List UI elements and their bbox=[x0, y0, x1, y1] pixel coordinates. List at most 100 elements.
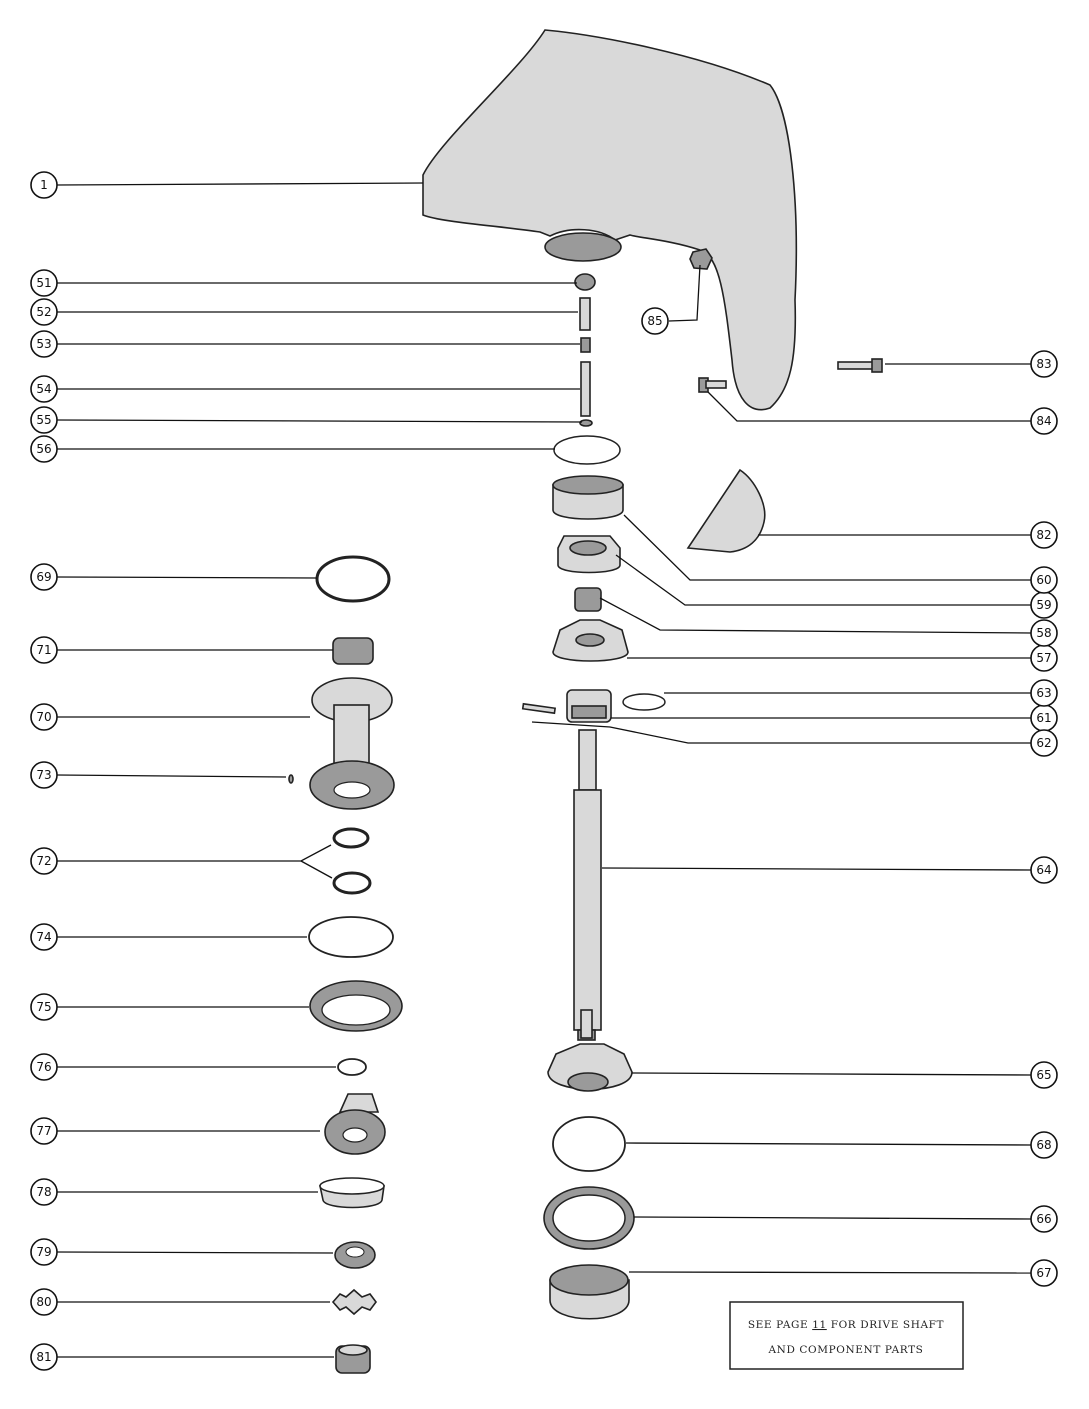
part-53-spacer bbox=[580, 337, 591, 353]
note-box: SEE PAGE 11 FOR DRIVE SHAFT AND COMPONEN… bbox=[729, 1301, 964, 1370]
svg-text:67: 67 bbox=[1036, 1266, 1051, 1280]
svg-text:78: 78 bbox=[36, 1185, 51, 1199]
svg-text:59: 59 bbox=[1036, 598, 1051, 612]
part-55-washer bbox=[579, 419, 593, 427]
svg-text:83: 83 bbox=[1036, 357, 1051, 371]
part-70-bearing-carrier bbox=[309, 677, 395, 810]
svg-text:75: 75 bbox=[36, 1000, 51, 1014]
leader-lines bbox=[56, 182, 1032, 1358]
part-72-seal-upper bbox=[332, 827, 370, 849]
part-62-pin bbox=[521, 702, 557, 715]
callout-53: 53 bbox=[30, 330, 58, 358]
part-66-seal bbox=[543, 1186, 635, 1250]
part-81-nut bbox=[335, 1344, 371, 1374]
part-56-o-ring bbox=[553, 435, 621, 465]
part-83-screw bbox=[837, 358, 883, 373]
callout-58: 58 bbox=[1030, 619, 1058, 647]
svg-text:68: 68 bbox=[1036, 1138, 1051, 1152]
callout-56: 56 bbox=[30, 435, 58, 463]
callout-67: 67 bbox=[1030, 1259, 1058, 1287]
svg-text:53: 53 bbox=[36, 337, 51, 351]
svg-text:74: 74 bbox=[36, 930, 51, 944]
callout-60: 60 bbox=[1030, 566, 1058, 594]
part-85-nut bbox=[689, 248, 713, 270]
svg-text:79: 79 bbox=[36, 1245, 51, 1259]
svg-text:61: 61 bbox=[1036, 711, 1051, 725]
callout-71: 71 bbox=[30, 636, 58, 664]
callout-80: 80 bbox=[30, 1288, 58, 1316]
svg-text:52: 52 bbox=[36, 305, 51, 319]
callout-66: 66 bbox=[1030, 1205, 1058, 1233]
part-79-thrust-bearing bbox=[334, 1241, 376, 1269]
part-58-needle-bearing bbox=[574, 587, 602, 612]
part-51-nut bbox=[574, 273, 596, 291]
callout-82: 82 bbox=[1030, 521, 1058, 549]
svg-text:64: 64 bbox=[1036, 863, 1051, 877]
part-71-needle-bearing bbox=[332, 637, 374, 665]
callout-57: 57 bbox=[1030, 644, 1058, 672]
callout-74: 74 bbox=[30, 923, 58, 951]
part-80-tab-washer bbox=[331, 1288, 377, 1316]
callout-70: 70 bbox=[30, 703, 58, 731]
callout-84: 84 bbox=[1030, 407, 1058, 435]
part-64-propeller-shaft bbox=[573, 729, 602, 1041]
svg-text:82: 82 bbox=[1036, 528, 1051, 542]
callout-1: 1 bbox=[30, 171, 58, 199]
callouts: 1 51 52 53 54 55 56 57 58 59 60 61 62 63… bbox=[30, 171, 1058, 1371]
svg-text:54: 54 bbox=[36, 382, 51, 396]
svg-text:76: 76 bbox=[36, 1060, 51, 1074]
svg-text:1: 1 bbox=[40, 178, 48, 192]
callout-73: 73 bbox=[30, 761, 58, 789]
note-line-2: AND COMPONENT PARTS bbox=[768, 1344, 924, 1356]
note-line-1: SEE PAGE 11 FOR DRIVE SHAFT bbox=[748, 1319, 944, 1331]
gear-housing bbox=[422, 29, 798, 411]
part-68-ring bbox=[552, 1116, 626, 1172]
callout-51: 51 bbox=[30, 269, 58, 297]
svg-text:71: 71 bbox=[36, 643, 51, 657]
svg-text:85: 85 bbox=[647, 314, 662, 328]
part-60-bearing-cup bbox=[552, 475, 624, 520]
svg-text:70: 70 bbox=[36, 710, 51, 724]
callout-81: 81 bbox=[30, 1343, 58, 1371]
callout-65: 65 bbox=[1030, 1061, 1058, 1089]
part-65-forward-gear bbox=[547, 1043, 633, 1092]
svg-text:80: 80 bbox=[36, 1295, 51, 1309]
part-59-tapered-bearing bbox=[557, 535, 621, 574]
part-75-bearing-cup bbox=[309, 980, 403, 1032]
part-57-bevel-gear bbox=[552, 619, 629, 662]
part-76-o-ring bbox=[337, 1058, 367, 1076]
callout-59: 59 bbox=[1030, 591, 1058, 619]
callout-75: 75 bbox=[30, 993, 58, 1021]
callout-85: 85 bbox=[641, 307, 669, 335]
svg-text:69: 69 bbox=[36, 570, 51, 584]
svg-text:63: 63 bbox=[1036, 686, 1051, 700]
svg-text:62: 62 bbox=[1036, 736, 1051, 750]
parts-illustration bbox=[288, 29, 883, 1374]
svg-text:58: 58 bbox=[1036, 626, 1051, 640]
svg-text:65: 65 bbox=[1036, 1068, 1051, 1082]
housing-bore bbox=[544, 232, 622, 262]
callout-77: 77 bbox=[30, 1117, 58, 1145]
svg-text:56: 56 bbox=[36, 442, 51, 456]
part-84-screw bbox=[698, 377, 727, 393]
part-72-seal-lower bbox=[332, 871, 372, 895]
callout-62: 62 bbox=[1030, 729, 1058, 757]
svg-text:72: 72 bbox=[36, 854, 51, 868]
svg-text:77: 77 bbox=[36, 1124, 51, 1138]
callout-61: 61 bbox=[1030, 704, 1058, 732]
callout-68: 68 bbox=[1030, 1131, 1058, 1159]
part-52-stud bbox=[579, 297, 591, 331]
callout-83: 83 bbox=[1030, 350, 1058, 378]
part-78-bearing-cup bbox=[319, 1177, 385, 1209]
part-82-cover bbox=[686, 468, 766, 553]
callout-79: 79 bbox=[30, 1238, 58, 1266]
callout-72: 72 bbox=[30, 847, 58, 875]
callout-55: 55 bbox=[30, 406, 58, 434]
callout-78: 78 bbox=[30, 1178, 58, 1206]
svg-text:73: 73 bbox=[36, 768, 51, 782]
part-77-reverse-gear bbox=[324, 1093, 386, 1155]
svg-text:55: 55 bbox=[36, 413, 51, 427]
svg-text:81: 81 bbox=[36, 1350, 51, 1364]
part-74-o-ring bbox=[308, 916, 394, 958]
